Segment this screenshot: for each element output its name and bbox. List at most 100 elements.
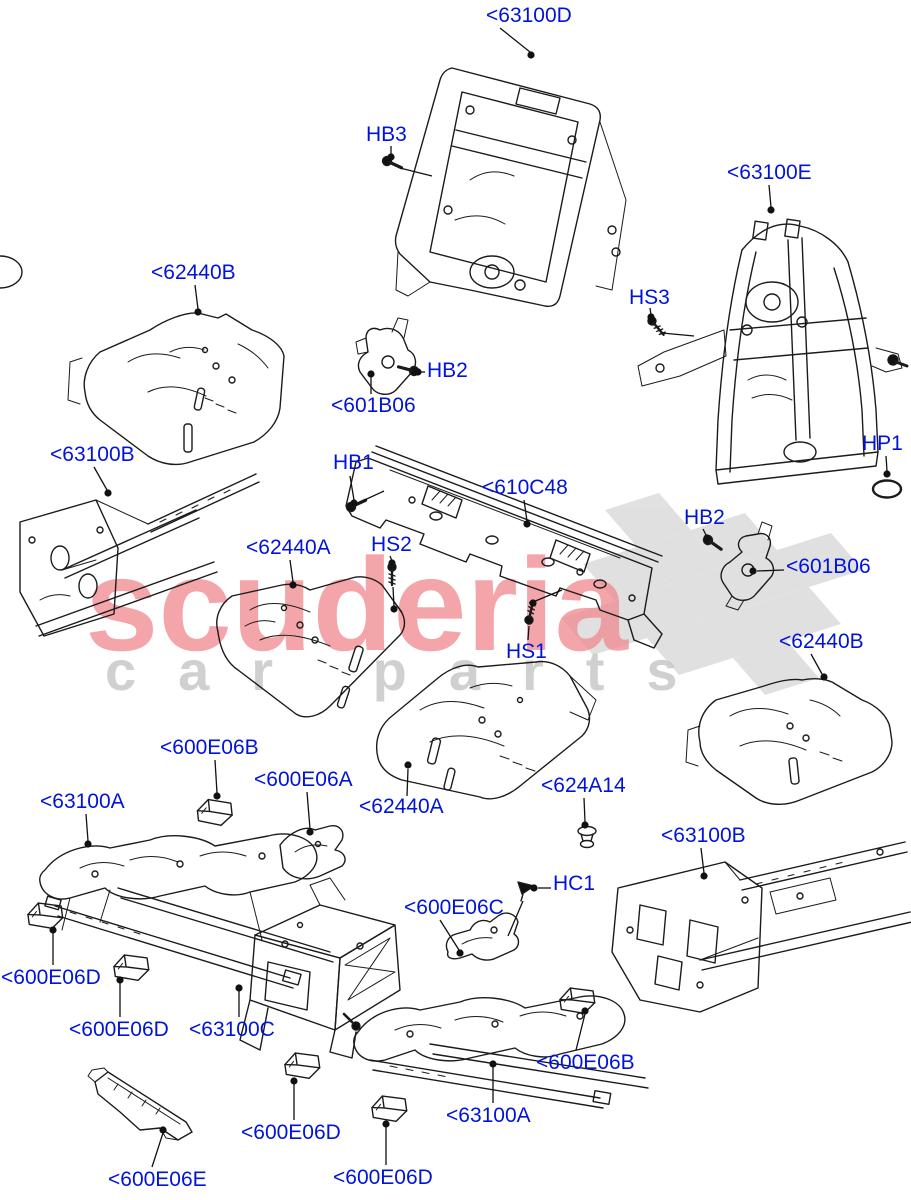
part-label-62440a-1[interactable]: <62440A (246, 536, 331, 559)
leader-dot-63100a-1 (84, 840, 92, 848)
leader-line-600e06a (306, 791, 311, 830)
leader-line-601b06-2 (756, 569, 785, 572)
part-label-600e06d-4[interactable]: <600E06D (333, 1166, 433, 1189)
leader-dot-hs3 (647, 313, 655, 321)
part-label-hs2[interactable]: HS2 (371, 533, 412, 556)
leader-dot-hs1 (529, 599, 537, 607)
leader-line-hc1 (507, 900, 524, 937)
leader-dot-600e06a (306, 828, 314, 836)
clip-600e06b-left-icon (195, 796, 234, 829)
strip-600e06e-drawing (87, 1067, 193, 1141)
part-label-600e06d-1[interactable]: <600E06D (1, 966, 101, 989)
part-label-63100d[interactable]: <63100D (486, 4, 572, 27)
leader-dot-hs2 (388, 559, 396, 567)
part-label-hp1[interactable]: HP1 (862, 432, 903, 455)
part-label-600e06e[interactable]: <600E06E (108, 1168, 207, 1191)
part-label-hb3[interactable]: HB3 (366, 123, 407, 146)
leader-line-62440a-1 (289, 559, 294, 583)
leader-line-600e06e (151, 1132, 164, 1168)
clip-600e06d-4-icon (369, 1092, 409, 1126)
leader-line-600e06b-2 (575, 1013, 586, 1051)
part-label-hc1[interactable]: HC1 (553, 872, 596, 895)
backrest-frame-63100d-drawing (0, 67, 627, 307)
leader-dot-hc1 (530, 884, 538, 892)
seat-frame-63100a-left-drawing (39, 833, 334, 989)
leader-dot-62440b-1 (194, 308, 202, 316)
leader-line-hs1 (532, 589, 563, 603)
watermark-tagline: car parts (105, 639, 720, 702)
part-label-610c48[interactable]: <610C48 (482, 476, 568, 499)
leader-dot-63100b-2 (700, 872, 708, 880)
pedestal-frame-63100c-drawing (239, 877, 401, 1059)
o-ring-hp1-icon (871, 479, 903, 499)
leader-line-624a14 (583, 797, 586, 823)
push-pin-624a14-icon (577, 825, 597, 849)
part-label-600e06b-1[interactable]: <600E06B (160, 736, 259, 759)
leader-dot-hp1 (883, 470, 891, 478)
leader-dot-63100d (527, 51, 535, 59)
leader-dot-600e06d-4 (382, 1120, 390, 1128)
part-label-600e06b-2[interactable]: <600E06B (536, 1051, 635, 1074)
leader-line-63100d (499, 27, 531, 53)
leader-line-600e06b-1 (214, 759, 218, 794)
seat-pan-62440a-upper-drawing (216, 576, 406, 718)
leader-dot-601b06-1 (367, 370, 375, 378)
part-label-62440b-2[interactable]: <62440B (779, 630, 864, 653)
part-label-601b06-2[interactable]: <601B06 (786, 555, 871, 578)
leader-dot-63100a-2 (489, 1060, 497, 1068)
bracket-600e06c-drawing (445, 912, 520, 961)
part-label-63100b-2[interactable]: <63100B (661, 824, 746, 847)
leader-dot-63100e (767, 206, 775, 214)
part-label-hs3[interactable]: HS3 (629, 286, 670, 309)
leader-line-hs1 (527, 625, 530, 641)
part-label-hb2-1[interactable]: HB2 (427, 359, 468, 382)
seat-pan-62440b-left-drawing (67, 312, 285, 466)
part-label-624a14[interactable]: <624A14 (541, 774, 626, 797)
leader-dot-62440a-2 (404, 761, 412, 769)
cover-600e06a-drawing (279, 825, 346, 880)
part-label-600e06d-2[interactable]: <600E06D (69, 1018, 169, 1041)
leader-line-hs3 (661, 332, 695, 337)
part-label-hs1[interactable]: HS1 (506, 640, 547, 663)
part-label-63100b-1[interactable]: <63100B (50, 443, 135, 466)
leader-line-63100b-2 (700, 847, 705, 874)
leader-line-hs2 (392, 586, 395, 607)
part-label-62440a-2[interactable]: <62440A (359, 795, 444, 818)
leader-line-63100a-1 (85, 813, 89, 842)
leader-dot-hb2-1 (414, 368, 422, 376)
leader-dot-62440a-1 (289, 581, 297, 589)
leader-dot-610c48 (523, 520, 531, 528)
part-label-600e06a[interactable]: <600E06A (254, 768, 353, 791)
seat-pan-62440a-lower-drawing (375, 660, 597, 800)
leader-dot-hb1 (350, 499, 358, 507)
checkered-flag-watermark (561, 493, 863, 695)
clip-600e06d-3-icon (282, 1049, 322, 1083)
part-label-600e06c[interactable]: <600E06C (404, 896, 504, 919)
leader-line-hp1 (885, 455, 888, 472)
watermark-brand: scuderia (85, 531, 630, 678)
part-label-63100a-1[interactable]: <63100A (40, 790, 125, 813)
part-label-hb1[interactable]: HB1 (333, 451, 374, 474)
leader-dot-63100c (235, 984, 243, 992)
part-label-62440b-1[interactable]: <62440B (151, 261, 236, 284)
leader-dot-600e06c (456, 949, 464, 957)
seat-frame-63100b-right-drawing (611, 841, 911, 1013)
leader-line-62440b-2 (810, 653, 823, 675)
part-label-63100c[interactable]: <63100C (189, 1018, 275, 1041)
leader-dot-624a14 (581, 821, 589, 829)
leader-line-hb3 (399, 167, 433, 177)
leader-dot-600e06b-2 (581, 1007, 589, 1015)
part-label-hb2-2[interactable]: HB2 (684, 506, 725, 529)
leader-dot-600e06d-2 (116, 976, 124, 984)
part-label-600e06d-3[interactable]: <600E06D (241, 1121, 341, 1144)
hook-hc1-icon (517, 881, 535, 902)
seat-frame-63100a-bottom-drawing (342, 995, 649, 1109)
part-label-63100e[interactable]: <63100E (727, 161, 812, 184)
leader-line-hb2-2 (702, 528, 707, 536)
part-label-63100a-2[interactable]: <63100A (446, 1104, 531, 1127)
leader-dot-hs2 (390, 605, 398, 613)
crossmember-610c48-drawing (345, 445, 663, 649)
part-label-601b06-1[interactable]: <601B06 (331, 394, 416, 417)
